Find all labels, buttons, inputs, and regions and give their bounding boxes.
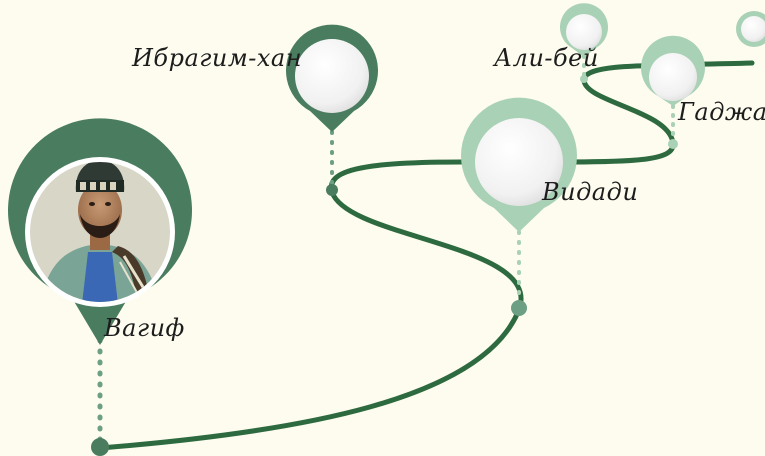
- dot-vidadi: [511, 300, 527, 316]
- pin-ibragim[interactable]: [286, 24, 379, 132]
- pin-gadzhar[interactable]: [641, 35, 705, 107]
- pin-unnamed-end[interactable]: [736, 11, 765, 47]
- vidadi-portrait-placeholder: [475, 118, 563, 206]
- label-vagif: Вагиф: [104, 314, 185, 342]
- label-ibragim: Ибрагим-хан: [132, 44, 302, 72]
- label-vidadi: Видади: [542, 178, 639, 206]
- timeline-path: [97, 60, 755, 451]
- label-ali-bey: Али-бей: [494, 44, 599, 72]
- end-portrait-placeholder: [741, 16, 765, 42]
- pin-vidadi[interactable]: [461, 97, 577, 232]
- gadzhar-portrait-placeholder: [649, 53, 697, 101]
- ibragim-portrait-placeholder: [295, 39, 369, 113]
- ali-bey-portrait-placeholder: [566, 14, 602, 50]
- dot-gadzhar: [668, 139, 678, 149]
- dot-ibragim: [326, 184, 338, 196]
- dot-vagif: [91, 438, 109, 456]
- pin-ali-bey[interactable]: [560, 3, 608, 58]
- pin-vagif[interactable]: [8, 118, 193, 345]
- dot-ali-bey: [580, 75, 588, 83]
- label-gadzhar: Гаджар: [678, 98, 765, 126]
